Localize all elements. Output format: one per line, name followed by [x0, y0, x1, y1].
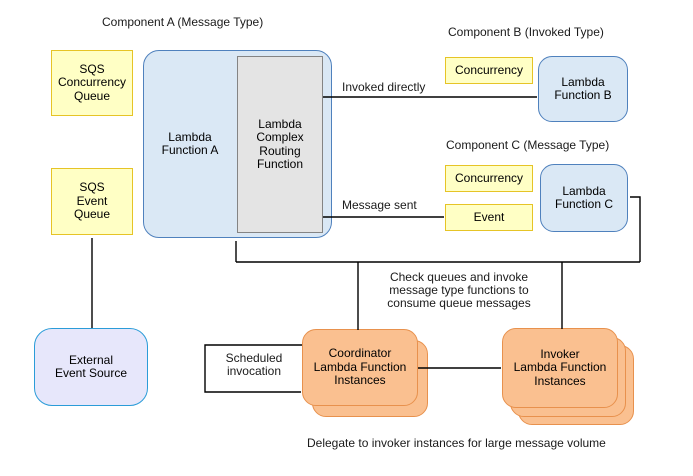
lambda-function-b-label: Lambda Function B: [554, 74, 612, 102]
message-sent-label: Message sent: [342, 198, 417, 212]
lambda-function-c-box: Lambda Function C: [540, 164, 628, 232]
concurrency-b-label: Concurrency: [454, 62, 524, 77]
coordinator-instances-box: Coordinator Lambda Function Instances: [302, 329, 418, 406]
lambda-function-a-label-area: Lambda Function A: [143, 50, 237, 238]
sqs-concurrency-queue-box: SQS Concurrency Queue: [51, 50, 133, 116]
lambda-function-c-label: Lambda Function C: [554, 183, 614, 211]
invoked-directly-label: Invoked directly: [342, 80, 426, 94]
check-queues-caption: Check queues and invoke message type fun…: [387, 270, 531, 310]
concurrency-b-box: Concurrency: [445, 57, 533, 84]
external-event-source-box: External Event Source: [34, 328, 148, 406]
sqs-event-queue-label: SQS Event Queue: [73, 180, 111, 222]
concurrency-c-label: Concurrency: [454, 170, 524, 185]
component-a-label: Component A (Message Type): [102, 15, 264, 29]
arrow-connector-to-lambda-c: [630, 196, 641, 262]
sqs-event-queue-box: SQS Event Queue: [51, 168, 133, 235]
lambda-function-b-box: Lambda Function B: [538, 56, 628, 122]
component-c-label: Component C (Message Type): [446, 138, 610, 152]
coordinator-instances-label: Coordinator Lambda Function Instances: [313, 346, 407, 388]
concurrency-c-box: Concurrency: [445, 165, 533, 192]
scheduled-invocation-label: Scheduled invocation: [225, 351, 283, 378]
delegate-caption: Delegate to invoker instances for large …: [307, 436, 606, 450]
event-label: Event: [473, 209, 505, 224]
sqs-concurrency-queue-label: SQS Concurrency Queue: [57, 61, 127, 103]
lambda-function-a-label: Lambda Function A: [161, 129, 219, 157]
invoker-instances-box: Invoker Lambda Function Instances: [502, 328, 618, 408]
event-box: Event: [445, 204, 533, 231]
routing-function-label: Lambda Complex Routing Function: [256, 116, 304, 171]
external-event-source-label: External Event Source: [54, 352, 128, 380]
routing-function-box: Lambda Complex Routing Function: [237, 56, 323, 233]
component-b-label: Component B (Invoked Type): [448, 25, 604, 39]
invoker-instances-label: Invoker Lambda Function Instances: [513, 346, 607, 388]
